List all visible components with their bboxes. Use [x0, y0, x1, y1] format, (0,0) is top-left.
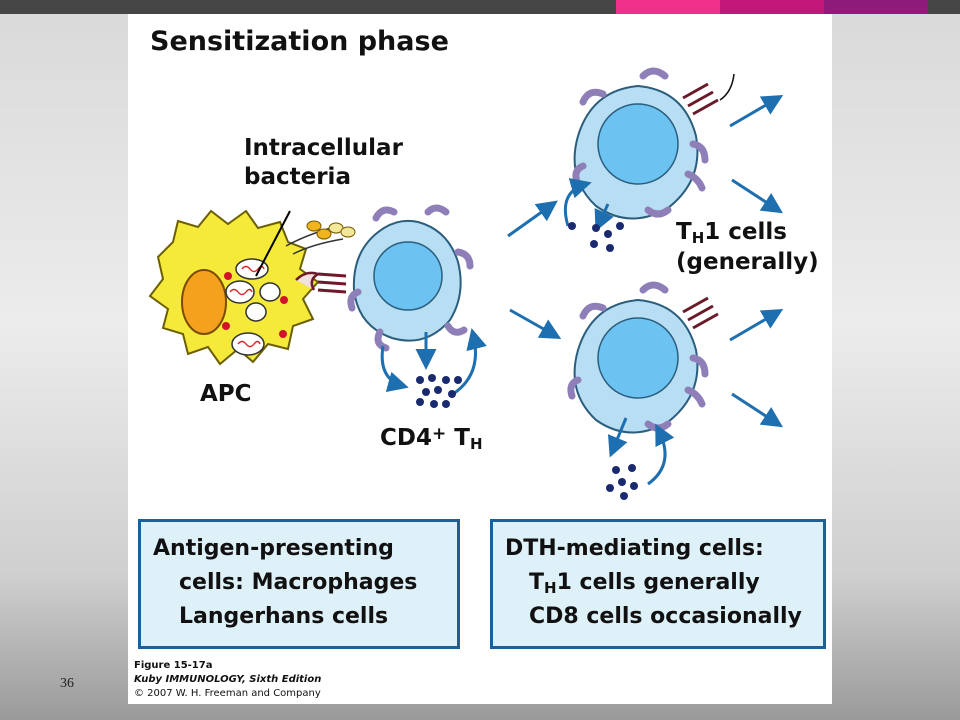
accent-strip-purple — [824, 0, 928, 14]
label-apc: APC — [200, 381, 252, 407]
caption-book-title: Kuby IMMUNOLOGY, Sixth Edition — [134, 674, 322, 685]
cytokine-dots — [416, 374, 462, 408]
label-intracellular-bacteria: Intracellular bacteria — [244, 134, 403, 192]
figure-title: Sensitization phase — [150, 26, 449, 57]
cd4-t: T — [446, 425, 470, 451]
figure-panel: Sensitization phase Intracellular bacter… — [128, 14, 832, 704]
label-cd4-th: CD4+ TH — [380, 424, 483, 454]
cd4-secretion-arrows — [380, 328, 487, 396]
label-intracellular-line2: bacteria — [244, 163, 351, 190]
apc-info-box: Antigen-presenting cells: Macrophages La… — [138, 519, 460, 649]
bacteria-vesicle — [231, 332, 265, 356]
dth-box-line3: CD8 cells occasionally — [529, 604, 802, 629]
th1-bottom-dots — [606, 464, 638, 500]
bacteria-pointer — [255, 210, 291, 277]
caption-copyright: © 2007 W. H. Freeman and Company — [134, 688, 321, 699]
dth-box-line2: TH1 cells generally — [529, 570, 760, 597]
th1-generally: (generally) — [676, 248, 819, 275]
bacteria-vesicle — [225, 280, 255, 304]
th1-top-dots — [568, 222, 624, 252]
th1-t: T — [676, 219, 692, 245]
th1-bottom-arrows — [608, 308, 784, 486]
dth-line2-rest: 1 cells generally — [556, 570, 760, 595]
apc-box-line1: Antigen-presenting — [153, 536, 394, 561]
apc-box-line3: Langerhans cells — [179, 604, 389, 629]
mhc-tcr-complex — [295, 271, 347, 294]
cd4-t-cell — [347, 204, 474, 352]
caption-figure-number: Figure 15-17a — [134, 660, 213, 671]
cd4-plus: + — [431, 424, 447, 444]
label-intracellular-line1: Intracellular — [244, 135, 403, 161]
cd4-text: CD4 — [380, 425, 432, 451]
caption-book: Kuby IMMUNOLOGY, Sixth Edition — [134, 674, 321, 685]
dth-info-box: DTH-mediating cells: TH1 cells generally… — [490, 519, 826, 649]
apc-nucleus — [181, 269, 227, 335]
apc-cell — [148, 209, 320, 366]
th1-rest: 1 cells — [704, 219, 787, 245]
dth-box-line1: DTH-mediating cells: — [505, 536, 764, 561]
costimulatory-molecules — [285, 220, 356, 255]
accent-strip-pink — [616, 0, 720, 14]
arrow-to-bottom-th1 — [509, 308, 562, 339]
slide-number: 36 — [60, 676, 74, 691]
th1-sub: H — [691, 229, 705, 247]
arrow-to-top-th1 — [507, 200, 558, 238]
cd4-sub: H — [469, 435, 483, 453]
label-th1-cells: TH1 cells (generally) — [676, 218, 819, 277]
th1-cell-bottom — [567, 281, 719, 434]
dth-line2-sub: H — [544, 579, 557, 597]
sensitization-diagram — [148, 67, 784, 500]
caption-figure: Figure 15-17a — [134, 660, 212, 671]
bacteria-vesicle — [235, 258, 269, 280]
dth-line2-t: T — [529, 570, 545, 595]
th1-cell-top — [572, 67, 735, 220]
apc-box-line2: cells: Macrophages — [179, 570, 418, 595]
accent-strip-magenta — [720, 0, 824, 14]
th1-top-arrows — [563, 94, 784, 232]
